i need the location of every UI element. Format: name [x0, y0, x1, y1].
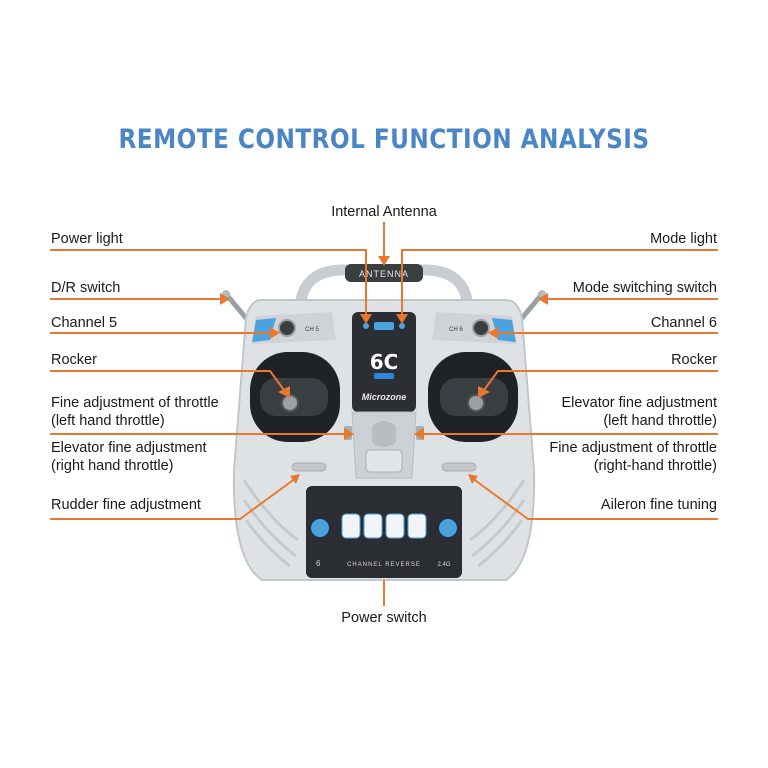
label-internal-antenna: Internal Antenna: [331, 204, 437, 220]
antenna-text: ANTENNA: [359, 269, 409, 279]
page-title: REMOTE CONTROL FUNCTION ANALYSIS: [118, 124, 650, 155]
label-elevator-fine-left-line2: (right hand throttle): [51, 458, 174, 474]
label-fine-throttle-right-line2: (right-hand throttle): [593, 458, 717, 474]
power-switch-housing: [365, 449, 403, 473]
dr-switch-rod: [223, 291, 249, 321]
label-channel5: Channel 5: [51, 315, 118, 331]
arrow-internal-antenna: [378, 256, 390, 266]
rudder-trim: [291, 462, 327, 472]
leader-power-light: [50, 249, 367, 316]
left-grip-ribs: [242, 479, 299, 568]
center-grip: [372, 421, 396, 447]
ch5-tag: CH 5: [305, 327, 319, 333]
antenna-badge: [345, 264, 423, 282]
mode-badge: [374, 322, 394, 330]
leader-lines: [50, 222, 718, 606]
arrow-aileron-fine: [468, 474, 478, 484]
reverse-switch-2: [363, 513, 383, 539]
label-fine-throttle-right-line1: Fine adjustment of throttle: [549, 440, 717, 456]
left-mode-button: [311, 519, 329, 537]
arrow-rudder-fine: [290, 474, 300, 484]
label-elevator-fine-right-line2: (left hand throttle): [603, 413, 717, 429]
remote-controller: ANTENNA CH 5 CH 6 6C Microzone: [222, 264, 546, 581]
power-light-led: [363, 323, 369, 329]
brand-label: Microzone: [362, 392, 407, 402]
arrow-rocker-left: [278, 386, 290, 398]
label-rocker-right: Rocker: [671, 352, 717, 368]
right-stick: [467, 394, 485, 412]
arrow-elevator-fine-right: [414, 428, 424, 440]
arrow-fine-throttle-left: [344, 428, 354, 440]
label-fine-throttle-left-line2: (left hand throttle): [51, 413, 165, 429]
label-power-switch: Power switch: [341, 610, 427, 626]
leader-rocker-left: [50, 370, 285, 391]
leader-rocker-right: [483, 370, 718, 391]
arrow-dr-switch: [220, 293, 230, 305]
channel-reverse-text: CHANNEL REVERSE: [347, 562, 421, 568]
aileron-trim: [441, 462, 477, 472]
panel-right-text: 2.4G: [437, 562, 450, 568]
right-grip-ribs: [469, 479, 526, 568]
label-elevator-fine-right-line1: Elevator fine adjustment: [561, 395, 717, 411]
ch6-tag: CH 6: [449, 327, 463, 333]
leader-aileron-fine: [471, 477, 718, 520]
leader-rudder-fine: [50, 477, 297, 520]
label-aileron-fine: Aileron fine tuning: [600, 497, 717, 513]
arrow-channel5: [270, 327, 280, 339]
panel-left-text: 6: [316, 559, 321, 568]
mode-light-led: [399, 323, 405, 329]
reverse-switch-1: [341, 513, 361, 539]
label-dr-switch: D/R switch: [51, 280, 121, 296]
arrow-rocker-right: [478, 386, 490, 398]
label-channel6: Channel 6: [650, 315, 717, 331]
center-panel: [352, 312, 416, 412]
label-mode-light: Mode light: [650, 231, 717, 247]
label-power-light: Power light: [51, 231, 123, 247]
label-fine-throttle-right: Fine adjustment of throttle (right-hand …: [549, 439, 717, 475]
reverse-switch-3: [385, 513, 405, 539]
arrow-power-light: [360, 314, 372, 324]
label-elevator-fine-left-line1: Elevator fine adjustment: [51, 440, 207, 456]
label-elevator-fine-right: Elevator fine adjustment (left hand thro…: [561, 394, 717, 430]
mode-switch-rod: [519, 291, 545, 321]
right-mode-button: [439, 519, 457, 537]
label-fine-throttle-left: Fine adjustment of throttle (left hand t…: [51, 394, 219, 430]
model-label: 6C: [370, 350, 399, 374]
reverse-switch-4: [407, 513, 427, 539]
channel6-knob: [472, 319, 490, 337]
arrow-mode-light: [396, 314, 408, 324]
label-mode-switching-switch: Mode switching switch: [572, 280, 717, 296]
label-rocker-left: Rocker: [51, 352, 97, 368]
leader-mode-light: [401, 249, 718, 316]
arrow-channel6: [488, 327, 498, 339]
model-sub-badge: [374, 373, 394, 379]
label-elevator-fine-left: Elevator fine adjustment (right hand thr…: [51, 439, 207, 475]
arrow-mode-switching: [538, 293, 548, 305]
channel-reverse-panel: [306, 486, 462, 578]
label-rudder-fine: Rudder fine adjustment: [51, 497, 201, 513]
label-fine-throttle-left-line1: Fine adjustment of throttle: [51, 395, 219, 411]
channel5-knob: [278, 319, 296, 337]
